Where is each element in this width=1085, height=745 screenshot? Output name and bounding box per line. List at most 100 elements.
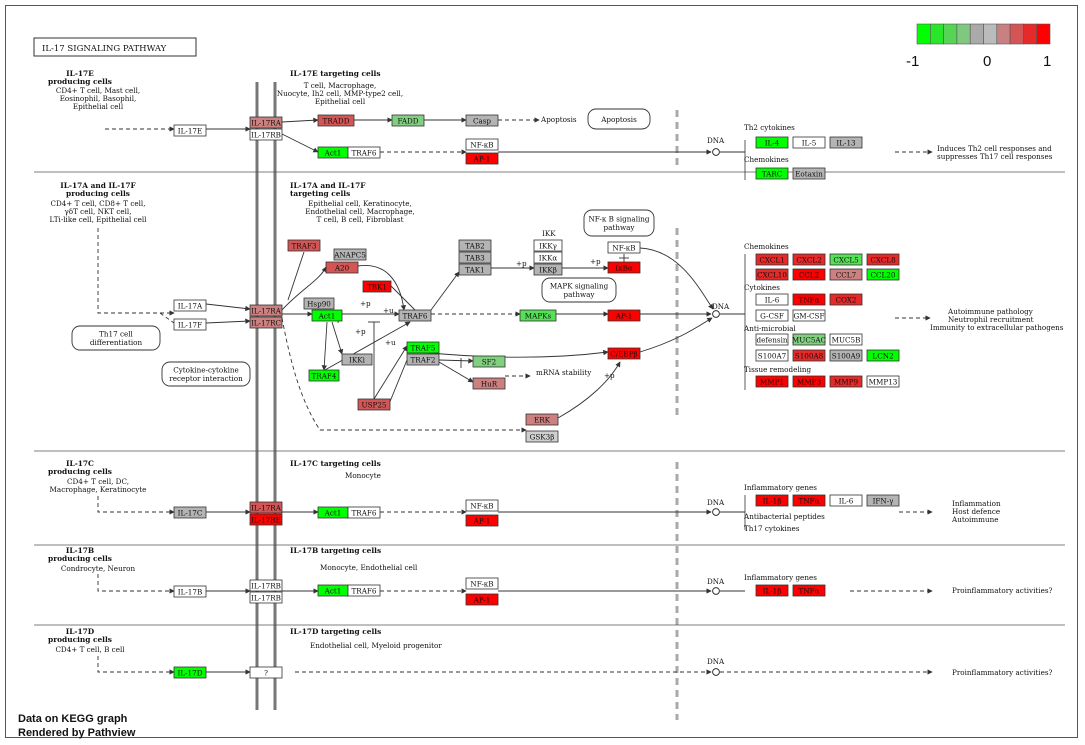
- gene-node[interactable]: IκBα: [607, 261, 641, 274]
- gene-node[interactable]: TBK1: [362, 280, 392, 293]
- gene-node[interactable]: Hsp90: [303, 297, 335, 310]
- gene-node[interactable]: IFN-γ: [866, 494, 900, 507]
- gene-node[interactable]: COX2: [829, 293, 863, 306]
- gene-node[interactable]: SF2: [472, 355, 506, 368]
- gene-node[interactable]: CXCL1: [755, 253, 789, 266]
- annotation-text: Epithelial cell: [73, 102, 124, 111]
- gene-node[interactable]: IL-6: [829, 494, 863, 507]
- gene-node[interactable]: CXCL10: [755, 268, 789, 281]
- gene-node[interactable]: TAK1: [458, 263, 492, 276]
- gene-node[interactable]: IL-17E: [173, 124, 207, 137]
- gene-node[interactable]: IKKi: [341, 353, 373, 366]
- gene-node[interactable]: FADD: [391, 114, 425, 127]
- gene-node[interactable]: IL-4: [755, 136, 789, 149]
- gene-node[interactable]: Act1: [317, 584, 349, 597]
- gene-node[interactable]: ERK: [525, 413, 559, 426]
- gene-node[interactable]: TRAF4: [308, 369, 340, 382]
- gene-node[interactable]: IL-1β: [755, 494, 789, 507]
- gene-node[interactable]: IL-17RE: [249, 513, 283, 526]
- gene-node[interactable]: GM-CSF: [792, 309, 826, 322]
- gene-node[interactable]: TARC: [755, 167, 789, 180]
- gene-node[interactable]: CXCL2: [792, 253, 826, 266]
- gene-node[interactable]: IL-13: [829, 136, 863, 149]
- gene-node[interactable]: AP-1: [607, 309, 641, 322]
- gene-node[interactable]: TRAF5: [406, 341, 440, 354]
- gene-node[interactable]: IL-17C: [173, 506, 207, 519]
- gene-node[interactable]: IL-17A: [173, 299, 207, 312]
- gene-node[interactable]: CCL2: [792, 268, 826, 281]
- gene-node[interactable]: TRAF6: [347, 506, 381, 519]
- gene-node[interactable]: IKKα: [533, 251, 563, 264]
- gene-node[interactable]: NF-κB: [465, 499, 499, 512]
- gene-node[interactable]: USP25: [357, 398, 391, 411]
- gene-node[interactable]: MUC5AC: [792, 333, 827, 346]
- gene-label: IL-17RB: [251, 131, 281, 140]
- gene-node[interactable]: CXCL5: [829, 253, 863, 266]
- gene-node[interactable]: IKKγ: [533, 239, 563, 252]
- gene-node[interactable]: Eotaxin: [792, 167, 826, 180]
- pathway-link[interactable]: Apoptosis: [587, 108, 651, 130]
- gene-node[interactable]: LCN2: [866, 349, 900, 362]
- gene-node[interactable]: IL-17F: [173, 318, 207, 331]
- gene-node[interactable]: MMP3: [792, 375, 826, 388]
- gene-node[interactable]: ?: [249, 666, 283, 679]
- gene-node[interactable]: Act1: [317, 146, 349, 159]
- gene-node[interactable]: MMP13: [866, 375, 900, 388]
- gene-node[interactable]: TRAF3: [287, 239, 321, 252]
- gene-node[interactable]: CCL7: [829, 268, 863, 281]
- gene-node[interactable]: ANAPC5: [333, 248, 367, 261]
- gene-node[interactable]: IL-17RA: [249, 304, 283, 317]
- gene-node[interactable]: TRAF6: [347, 146, 381, 159]
- gene-node[interactable]: IL-1β: [755, 584, 789, 597]
- gene-node[interactable]: IL-17B: [173, 585, 207, 598]
- gene-node[interactable]: S100A7: [755, 349, 789, 362]
- gene-node[interactable]: AP-1: [465, 514, 499, 527]
- gene-node[interactable]: A20: [325, 261, 359, 274]
- gene-node[interactable]: AP-1: [465, 152, 499, 165]
- gene-node[interactable]: CCL20: [866, 268, 900, 281]
- gene-node[interactable]: TRAF2: [406, 353, 440, 366]
- gene-node[interactable]: AP-1: [465, 593, 499, 606]
- gene-node[interactable]: TNFα: [792, 293, 826, 306]
- gene-node[interactable]: C/EBPβ: [607, 347, 641, 360]
- gene-node[interactable]: TRADD: [317, 114, 355, 127]
- gene-node[interactable]: NF-κB: [607, 241, 641, 254]
- gene-node[interactable]: TAB2: [458, 239, 492, 252]
- gene-node[interactable]: G-CSF: [755, 309, 789, 322]
- gene-node[interactable]: HuR: [472, 377, 506, 390]
- gene-node[interactable]: MMP1: [755, 375, 789, 388]
- color-legend: -1 0 1: [906, 23, 1051, 70]
- gene-node[interactable]: Casp: [465, 114, 499, 127]
- gene-node[interactable]: CXCL8: [866, 253, 900, 266]
- gene-node[interactable]: IL-17RB: [249, 579, 283, 592]
- gene-node[interactable]: TNFα: [792, 584, 826, 597]
- gene-node[interactable]: S100A9: [829, 349, 863, 362]
- gene-node[interactable]: IL-17RB: [249, 591, 283, 604]
- gene-node[interactable]: IL-17RA: [249, 116, 283, 129]
- gene-node[interactable]: TRAF6: [347, 584, 381, 597]
- gene-node[interactable]: GSK3β: [525, 430, 559, 443]
- gene-node[interactable]: MMP9: [829, 375, 863, 388]
- gene-node[interactable]: IL-17RC: [249, 316, 283, 329]
- gene-node[interactable]: TNFα: [792, 494, 826, 507]
- gene-node[interactable]: TRAF6: [398, 309, 432, 322]
- gene-node[interactable]: IL-6: [755, 293, 789, 306]
- gene-node[interactable]: NF-κB: [465, 138, 499, 151]
- gene-node[interactable]: IL-17RB: [249, 128, 283, 141]
- gene-node[interactable]: IKKβ: [533, 263, 563, 276]
- gene-node[interactable]: MUC5B: [829, 333, 863, 346]
- gene-node[interactable]: IL-5: [792, 136, 826, 149]
- gene-node[interactable]: S100A8: [792, 349, 826, 362]
- gene-node[interactable]: NF-κB: [465, 577, 499, 590]
- gene-node[interactable]: IL-17D: [173, 666, 207, 679]
- gene-node[interactable]: defensin: [755, 333, 789, 346]
- gene-node[interactable]: Act1: [311, 309, 343, 322]
- gene-node[interactable]: TAB3: [458, 251, 492, 264]
- gene-node[interactable]: Act1: [317, 506, 349, 519]
- gene-node[interactable]: IL-17RA: [249, 501, 283, 514]
- gene-node[interactable]: MAPKs: [519, 309, 557, 322]
